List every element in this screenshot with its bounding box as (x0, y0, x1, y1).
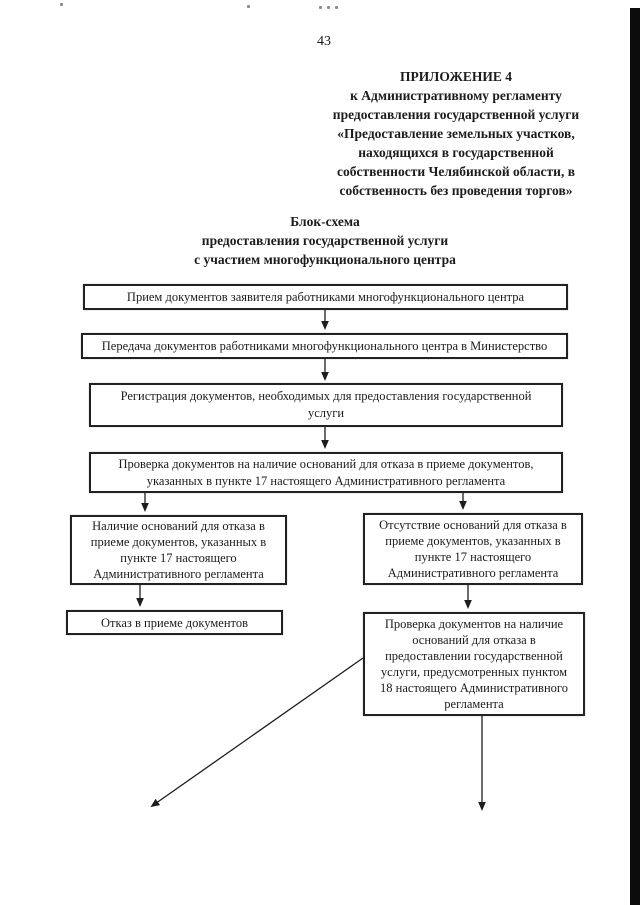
scheme-title-line: с участием многофункционального центра (194, 252, 456, 267)
arrow-provision-diagonal-left-down (150, 657, 364, 808)
scan-dot (60, 3, 63, 6)
scan-dot (247, 5, 250, 8)
scheme-title: Блок-схема предоставления государственно… (135, 212, 515, 269)
scheme-title-line: Блок-схема (290, 214, 360, 229)
flow-box-grounds-present: Наличие оснований для отказа в приеме до… (70, 515, 287, 585)
flow-box-check-provision-grounds: Проверка документов на наличие оснований… (363, 612, 585, 716)
appendix-header-line: «Предоставление земельных участков, (337, 126, 575, 141)
flow-box-reception: Прием документов заявителя работниками м… (83, 284, 568, 310)
flow-box-refusal: Отказ в приеме документов (66, 610, 283, 635)
scheme-title-line: предоставления государственной услуги (201, 233, 449, 248)
page-number: 43 (317, 34, 331, 49)
flow-box-grounds-absent: Отсутствие оснований для отказа в приеме… (363, 513, 583, 585)
scan-dot (319, 6, 322, 9)
flow-box-transfer: Передача документов работниками многофун… (81, 333, 568, 359)
scan-edge-bar (630, 8, 640, 905)
appendix-header-line: находящихся в государственной (358, 145, 554, 160)
appendix-header: ПРИЛОЖЕНИЕ 4 к Административному регламе… (300, 67, 612, 200)
flow-box-registration: Регистрация документов, необходимых для … (89, 383, 563, 427)
flow-box-check-refusal-grounds: Проверка документов на наличие оснований… (89, 452, 563, 493)
appendix-header-line: собственность без проведения торгов» (339, 183, 573, 198)
appendix-header-line: предоставления государственной услуги (332, 107, 580, 122)
appendix-header-line: собственности Челябинской области, в (337, 164, 575, 179)
appendix-header-line: ПРИЛОЖЕНИЕ 4 (400, 69, 512, 84)
scan-dot (335, 6, 338, 9)
appendix-header-line: к Административному регламенту (350, 88, 562, 103)
scan-dot (327, 6, 330, 9)
